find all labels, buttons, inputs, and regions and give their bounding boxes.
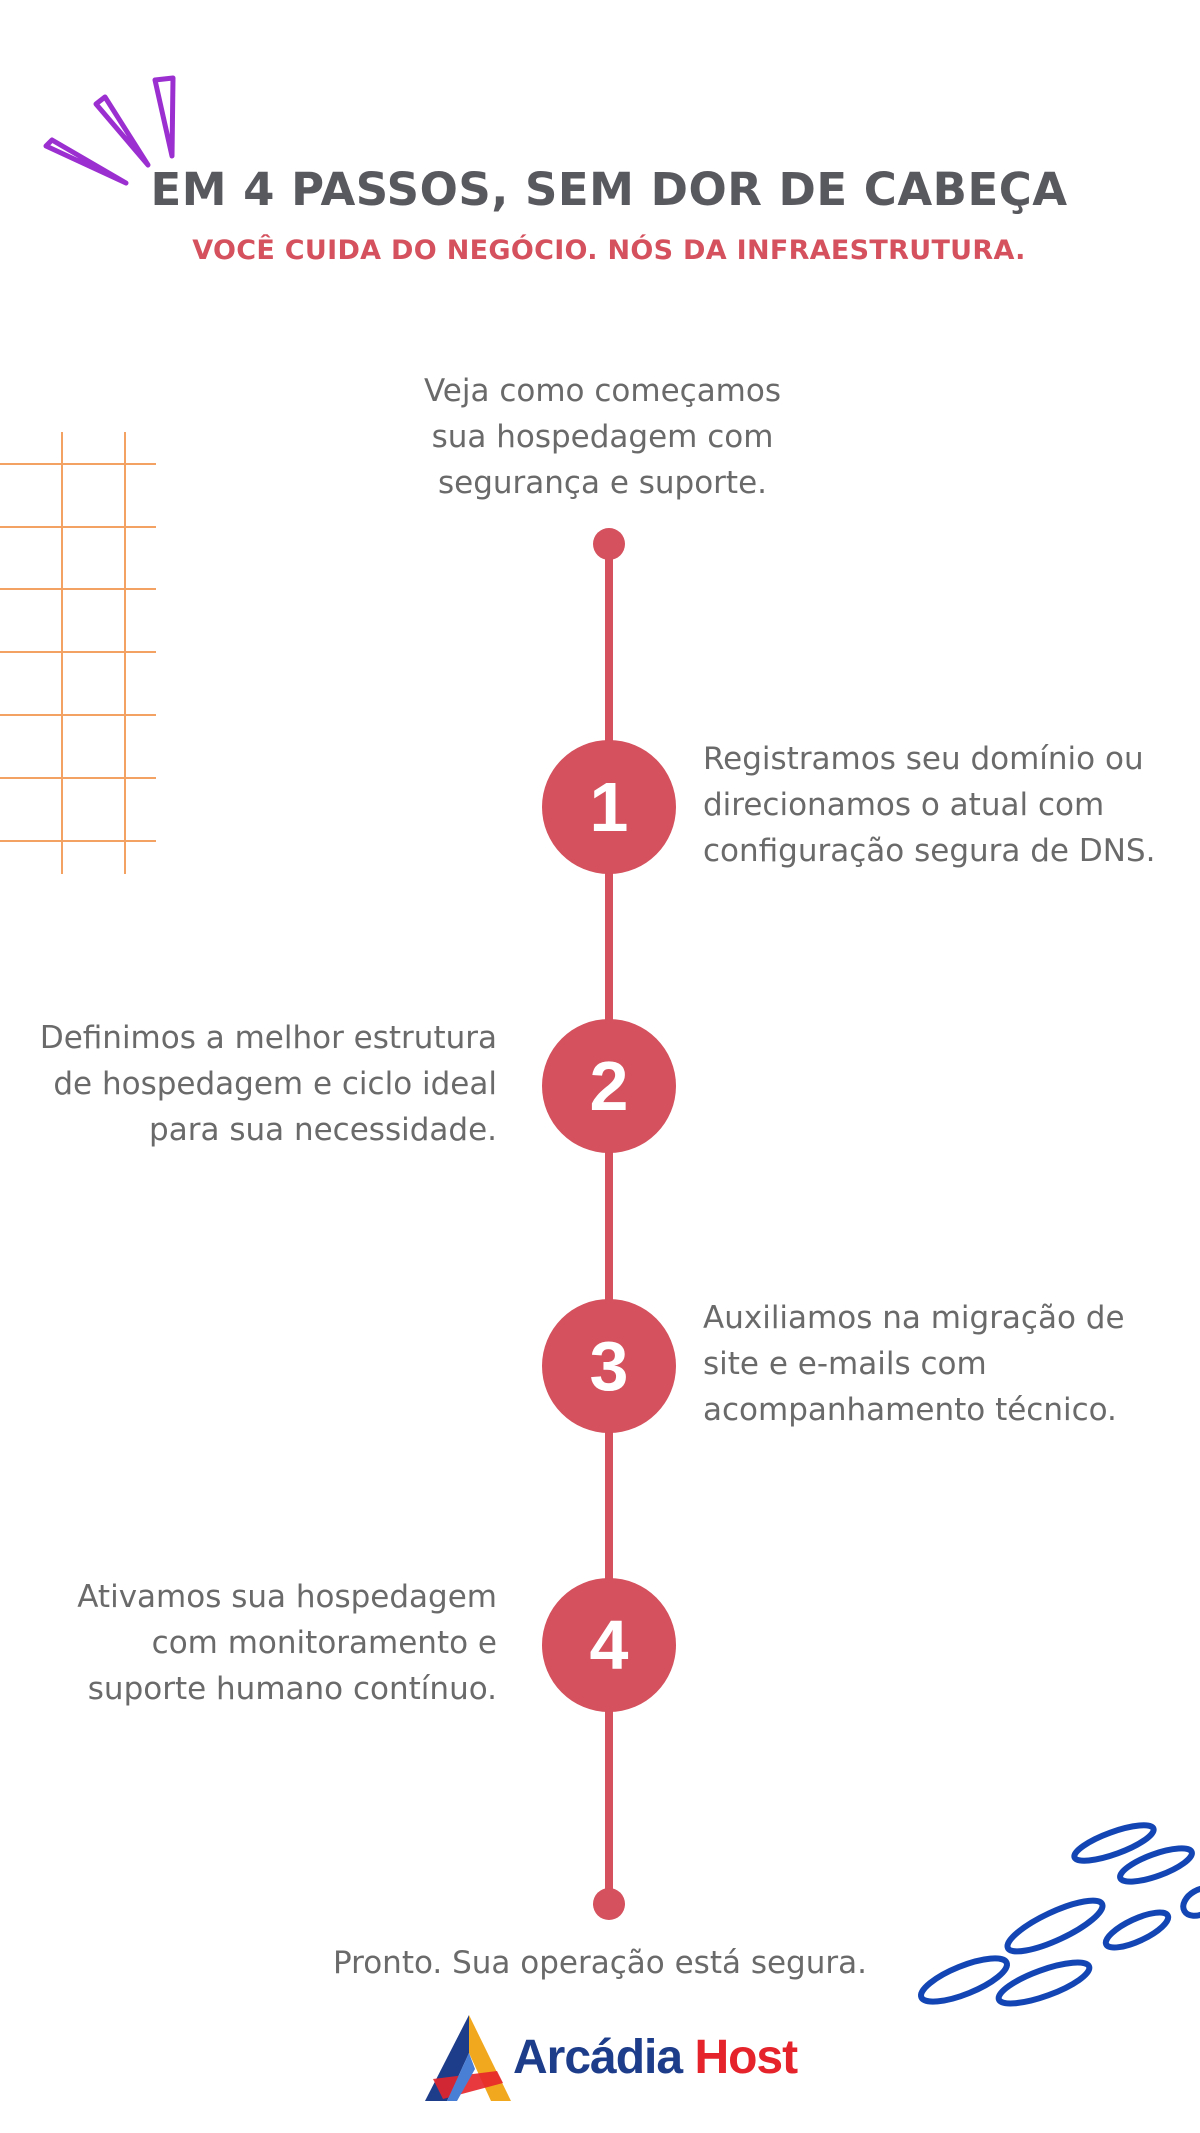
- step-line: site e e-mails com: [703, 1346, 987, 1382]
- step-3-description: Auxiliamos na migração de site e e-mails…: [703, 1295, 1200, 1433]
- logo-wordmark: Arcádia Host: [513, 2030, 798, 2085]
- step-1-description: Registramos seu domínio ou direcionamos …: [703, 736, 1200, 874]
- arcadia-host-logo-icon: [425, 2015, 511, 2101]
- timeline-line: [605, 544, 613, 1904]
- intro-line: Veja como começamos: [424, 373, 781, 409]
- step-2-number: 2: [542, 1019, 676, 1153]
- step-line: acompanhamento técnico.: [703, 1392, 1117, 1428]
- closing-text: Pronto. Sua operação está segura.: [333, 1945, 867, 1981]
- step-line: suporte humano contínuo.: [87, 1671, 497, 1707]
- step-2-description: Definimos a melhor estrutura de hospedag…: [0, 1015, 497, 1153]
- page-title: EM 4 PASSOS, SEM DOR DE CABEÇA: [150, 163, 1068, 216]
- step-1-number: 1: [542, 740, 676, 874]
- logo-name-part2: Host: [694, 2031, 798, 2084]
- page-subtitle: VOCÊ CUIDA DO NEGÓCIO. NÓS DA INFRAESTRU…: [192, 235, 1026, 266]
- timeline-start-dot: [593, 528, 625, 560]
- step-line: Registramos seu domínio ou: [703, 741, 1144, 777]
- step-4-number: 4: [542, 1578, 676, 1712]
- intro-line: segurança e suporte.: [437, 465, 768, 501]
- step-line: de hospedagem e ciclo ideal: [53, 1066, 497, 1102]
- step-4-description: Ativamos sua hospedagem com monitorament…: [0, 1574, 497, 1712]
- blue-ovals-decoration: [918, 1822, 1200, 2007]
- step-line: Definimos a melhor estrutura: [39, 1020, 497, 1056]
- orange-grid-decoration: [0, 432, 156, 874]
- intro-line: sua hospedagem com: [431, 419, 774, 455]
- step-3-number: 3: [542, 1299, 676, 1433]
- purple-rays-decoration: [43, 75, 176, 186]
- timeline-end-dot: [593, 1888, 625, 1920]
- intro-text: Veja como começamos sua hospedagem com s…: [380, 368, 825, 506]
- step-line: direcionamos o atual com: [703, 787, 1105, 823]
- step-line: com monitoramento e: [151, 1625, 497, 1661]
- step-line: para sua necessidade.: [149, 1112, 497, 1148]
- logo-name-part1: Arcádia: [513, 2031, 683, 2084]
- step-line: Ativamos sua hospedagem: [77, 1579, 497, 1615]
- step-line: configuração segura de DNS.: [703, 833, 1156, 869]
- step-line: Auxiliamos na migração de: [703, 1300, 1125, 1336]
